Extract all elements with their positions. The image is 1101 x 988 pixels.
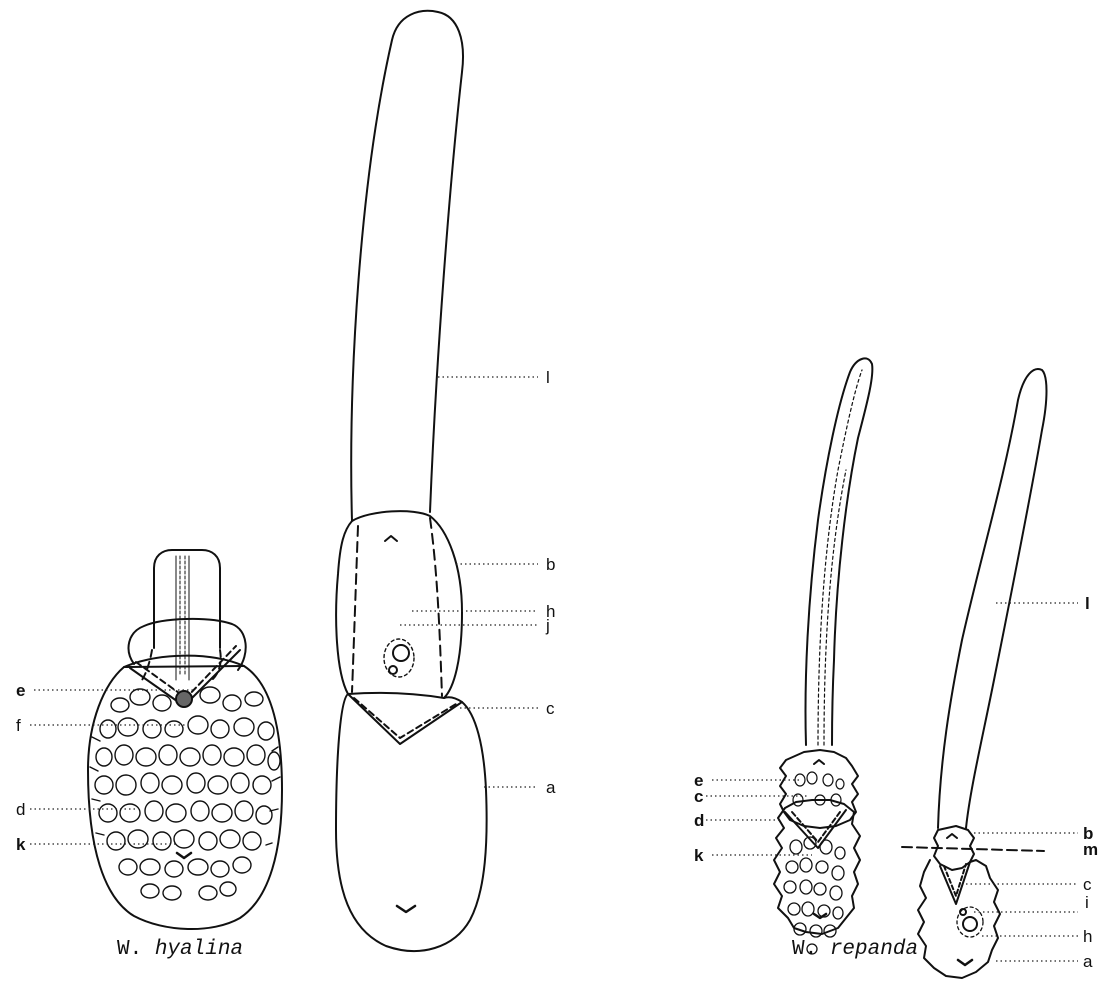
hyalina-c-v-dash: [354, 698, 456, 738]
caption-hyalina-genus: W.: [117, 938, 142, 961]
hyalina-cells: [90, 687, 280, 900]
label-c-repanda-left: c: [694, 787, 703, 806]
label-c-repanda: c: [1083, 875, 1092, 894]
repanda-b-caret-right: [947, 834, 957, 838]
caption-repanda: W. repanda: [792, 938, 918, 961]
hyalina-top-chord: [124, 666, 244, 667]
label-l-repanda: l: [1085, 594, 1090, 613]
repanda-a-caret-right: [958, 960, 972, 965]
caption-repanda-genus: W.: [792, 938, 817, 961]
repanda-left-labels: e c d k: [694, 771, 704, 865]
label-f-hyalina: f: [16, 716, 21, 735]
label-k-hyalina: k: [16, 835, 26, 854]
label-b-hyalina: b: [546, 555, 555, 574]
hyalina-midrib-inner: [180, 556, 185, 676]
label-k-repanda: k: [694, 846, 704, 865]
repanda-stalk-right: [938, 369, 1047, 828]
hyalina-a-body: [336, 694, 487, 951]
hyalina-f-spot: [176, 691, 192, 707]
hyalina-a-caret: [397, 906, 415, 912]
label-d-hyalina: d: [16, 800, 25, 819]
leader-lines: [30, 377, 1078, 961]
label-l-hyalina: l: [546, 368, 550, 387]
repanda-left-specimen: [774, 358, 872, 934]
caption-hyalina-species: hyalina: [155, 938, 243, 961]
hyalina-b-caret: [385, 536, 397, 541]
repanda-h-circle: [963, 917, 977, 931]
repanda-lower-body: [774, 800, 860, 934]
hyalina-c-v: [348, 694, 462, 744]
hyalina-right-specimen: [336, 11, 487, 951]
hyalina-j-circle: [389, 666, 397, 674]
hyalina-stalk-long: [351, 11, 463, 521]
hyalina-tall-labels: l b h j c a: [545, 368, 556, 797]
label-h-repanda: h: [1083, 927, 1092, 946]
repanda-right-labels: l b m c i h a: [1083, 594, 1098, 971]
repanda-right-specimen: [902, 369, 1047, 978]
repanda-stalk-left: [806, 358, 873, 745]
hyalina-stalk-outline: [154, 550, 220, 648]
label-a-hyalina: a: [546, 778, 556, 797]
hyalina-h-circle: [393, 645, 409, 661]
repanda-i-circle: [960, 909, 966, 915]
hyalina-k-mark: [177, 853, 191, 858]
hyalina-left-labels: e f d k: [16, 681, 26, 854]
repanda-upper-caret: [814, 760, 824, 764]
caption-repanda-species: repanda: [830, 938, 918, 961]
label-c-hyalina: c: [546, 699, 555, 718]
hyalina-b-segment: [336, 511, 462, 698]
label-j-hyalina: j: [545, 616, 550, 635]
repanda-upper-seg: [780, 750, 858, 828]
label-m-repanda: m: [1083, 840, 1098, 859]
hyalina-left-specimen: [88, 550, 282, 929]
label-i-repanda: i: [1085, 893, 1089, 912]
caption-hyalina: W. hyalina: [117, 938, 243, 961]
label-a-repanda: a: [1083, 952, 1093, 971]
label-d-repanda: d: [694, 811, 704, 830]
label-e-hyalina: e: [16, 681, 25, 700]
